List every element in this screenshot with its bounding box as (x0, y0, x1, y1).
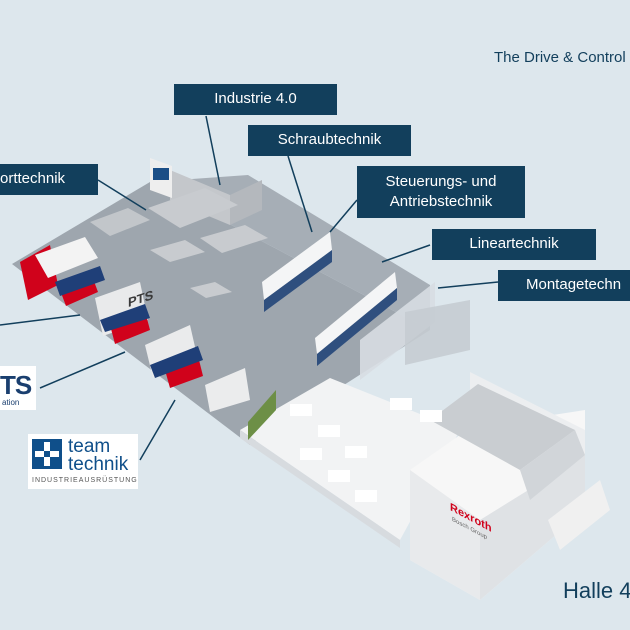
teamtechnik-subtitle: INDUSTRIEAUSRÜSTUNG (32, 477, 138, 484)
teamtechnik-symbol-icon (32, 439, 62, 469)
brand-tagline: The Drive & Control (494, 49, 626, 66)
label-steuerung-line1: Steuerungs- und (385, 172, 497, 190)
teamtechnik-word-technik: technik (68, 454, 129, 475)
label-steuerungs-antriebstechnik: Steuerungs- und Antriebstechnik (357, 166, 525, 218)
lounge-floor (240, 378, 460, 540)
label-montagetechnik: Montagetechn (498, 270, 630, 301)
teamtechnik-logo: team technik INDUSTRIEAUSRÜSTUNG (28, 434, 138, 489)
exhibition-floor (12, 182, 430, 445)
label-linear-text: Lineartechnik (469, 235, 559, 253)
label-schraub-text: Schraubtechnik (277, 131, 382, 149)
teamtechnik-word-team: team (68, 436, 111, 457)
label-transporttechnik: orttechnik (0, 164, 98, 195)
label-steuerung-line2: Antriebstechnik (389, 193, 493, 210)
hall-number: Halle 4 (563, 578, 630, 603)
label-lineartechnik: Lineartechnik (432, 229, 596, 260)
pts-logo-text: TS (0, 370, 32, 400)
label-montage-text: Montagetechn (526, 276, 622, 294)
label-industrie-text: Industrie 4.0 (214, 90, 297, 108)
label-schraubtechnik: Schraubtechnik (248, 125, 411, 156)
label-transport-text: orttechnik (0, 170, 66, 188)
pts-logo-subtext: ation (2, 398, 20, 407)
pts-logo: TS ation (0, 366, 36, 410)
label-industrie-4-0: Industrie 4.0 (174, 84, 337, 115)
